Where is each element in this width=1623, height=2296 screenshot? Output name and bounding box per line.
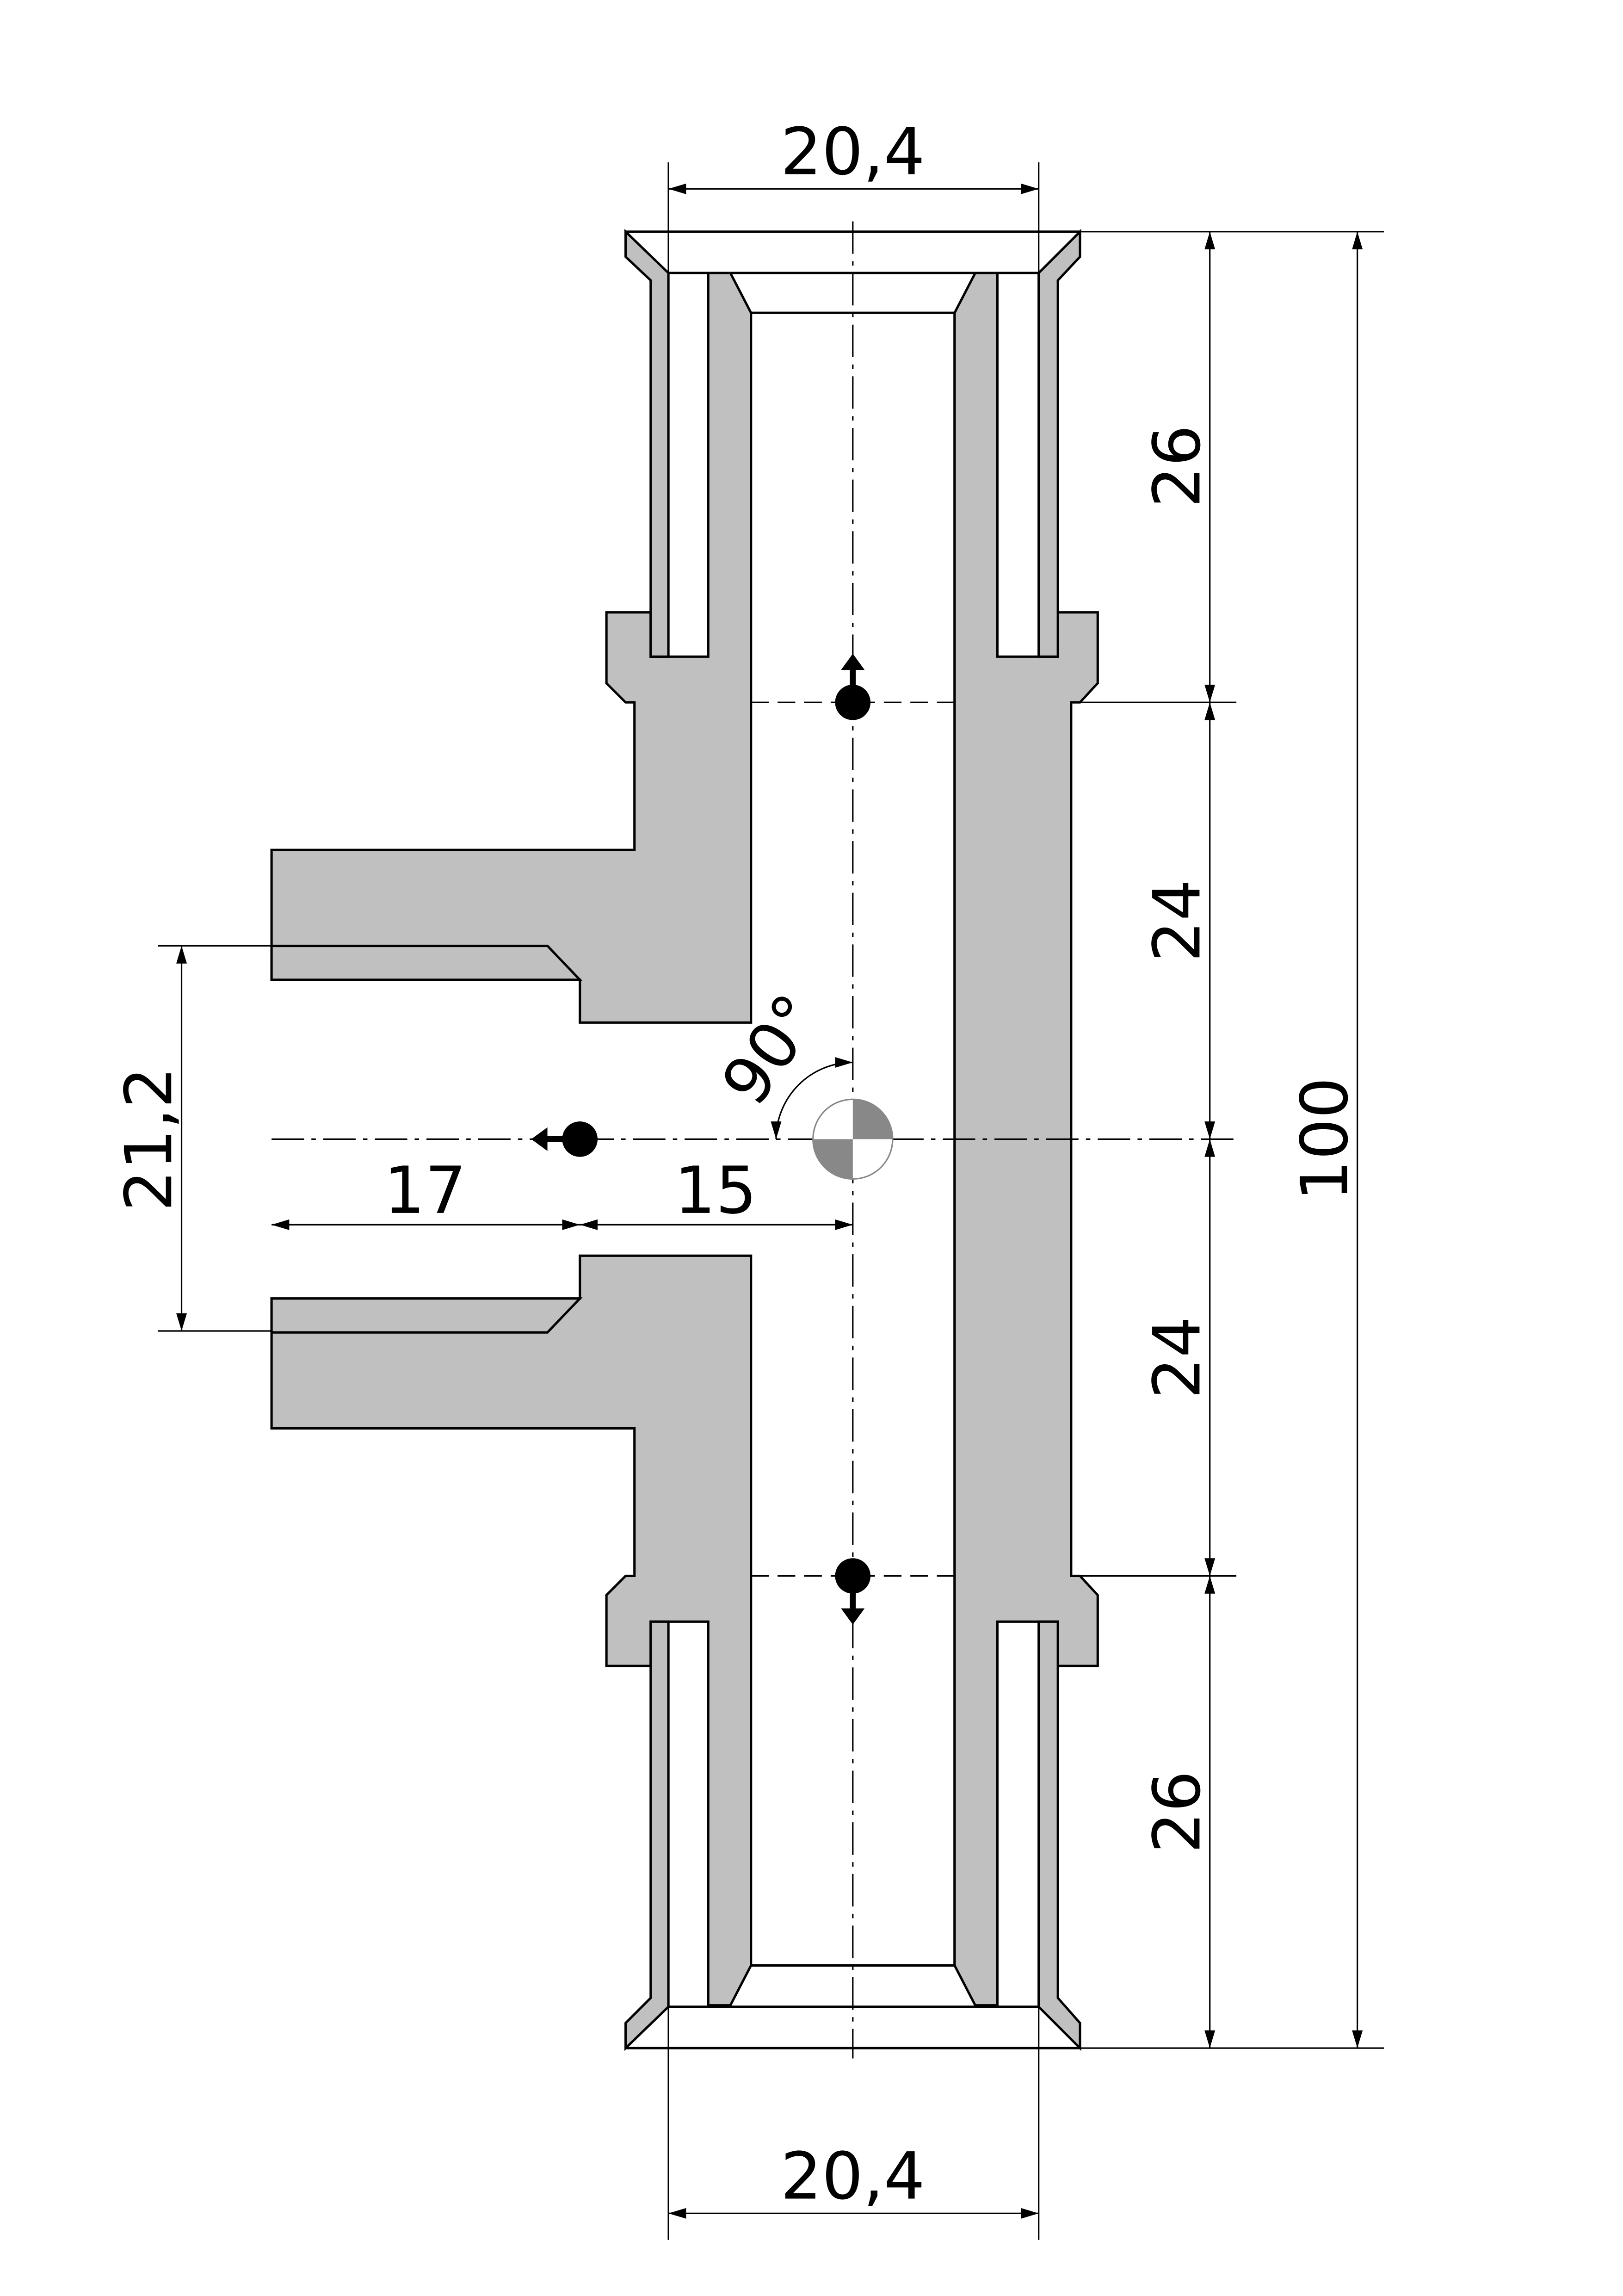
- left-sleeve-top: [624, 229, 670, 658]
- left-body-upper: [270, 272, 753, 1024]
- left-body-lower: [270, 1254, 753, 2007]
- connection-point-bottom: [835, 1558, 871, 1625]
- dim-lower-body: 24: [1140, 1316, 1215, 1399]
- dim-upper-socket: 26: [1140, 425, 1215, 508]
- center-of-gravity-icon: [812, 1098, 894, 1180]
- dim-bottom-width: 20,4: [781, 2139, 925, 2214]
- thread-lower: [270, 1297, 583, 1334]
- center-lines: [272, 221, 1240, 2059]
- dimension-lines: [176, 183, 1363, 2219]
- right-sleeve-top: [1037, 229, 1081, 658]
- dim-upper-body: 24: [1140, 879, 1215, 962]
- right-sleeve-bottom: [1037, 1620, 1081, 2051]
- connection-point-branch: [531, 1121, 598, 1157]
- dim-lower-socket: 26: [1140, 1771, 1215, 1854]
- connection-point-top: [835, 653, 871, 720]
- dimension-labels: 20,4 20,4 26 24 24 26 100 21,2 17 15 90°: [111, 114, 1363, 2214]
- left-sleeve-bottom: [624, 1620, 670, 2051]
- dim-branch-offset: 15: [674, 1153, 757, 1229]
- thread-upper: [270, 944, 583, 981]
- dim-thread-diameter: 21,2: [111, 1067, 187, 1211]
- dim-top-width: 20,4: [781, 114, 925, 190]
- dim-total-height: 100: [1287, 1077, 1363, 1201]
- dim-thread-length: 17: [384, 1153, 467, 1229]
